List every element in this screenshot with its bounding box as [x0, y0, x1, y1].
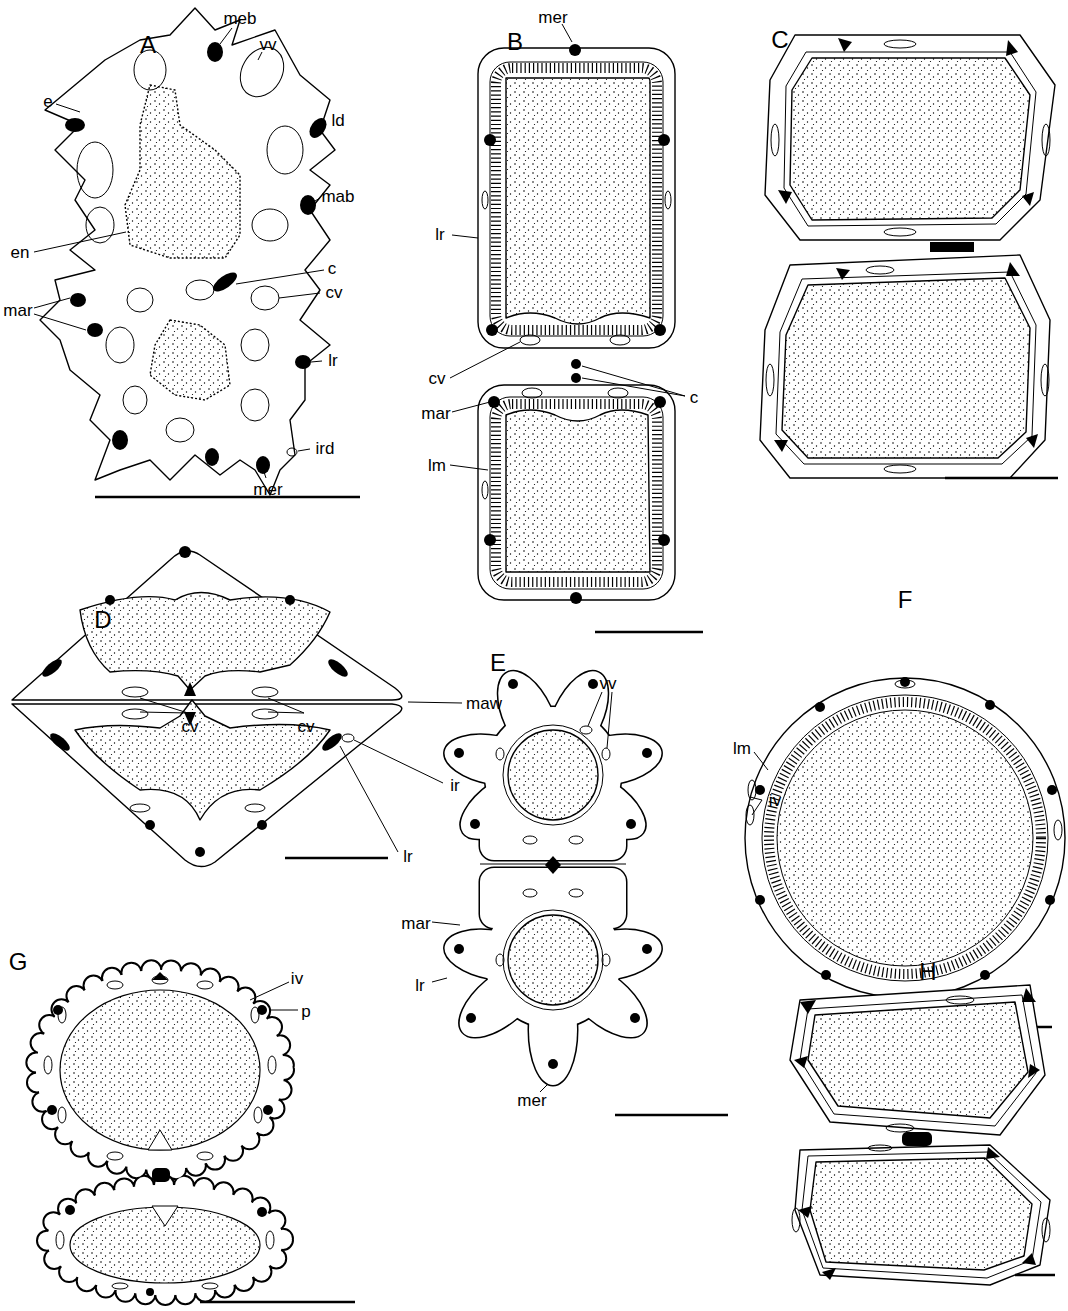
part-label: cv — [326, 284, 343, 301]
part-label: mab — [321, 188, 354, 205]
part-label: ird — [316, 440, 335, 457]
panel-letter: C — [771, 28, 788, 52]
panel-letter: B — [507, 30, 523, 54]
part-label: mar — [3, 302, 32, 319]
part-label: lr — [328, 352, 337, 369]
panel-letter: G — [9, 950, 28, 974]
part-label: lr — [435, 226, 444, 243]
part-label: lr — [403, 848, 412, 865]
part-label: meb — [223, 10, 256, 27]
part-label: c — [690, 389, 699, 406]
part-label: vv — [600, 675, 617, 692]
part-label: vv — [260, 36, 277, 53]
part-label: lr — [415, 977, 424, 994]
part-label: lm — [428, 457, 446, 474]
part-label: mer — [517, 1092, 546, 1109]
part-label: mer — [538, 9, 567, 26]
part-label: mer — [253, 481, 282, 498]
panel-letter: F — [898, 588, 913, 612]
part-label: lm — [733, 740, 751, 757]
part-label: cv — [429, 370, 446, 387]
part-label: cv — [298, 718, 315, 735]
part-label: mar — [421, 405, 450, 422]
part-label: ir — [450, 777, 459, 794]
panel-letter: E — [490, 651, 506, 675]
part-label: e — [43, 93, 52, 110]
part-label: c — [328, 260, 337, 277]
part-label: en — [11, 244, 30, 261]
panel-letter: D — [94, 608, 111, 632]
part-label: cv — [182, 718, 199, 735]
part-label: iv — [291, 970, 303, 987]
part-label: mar — [401, 915, 430, 932]
part-label: iv — [769, 792, 781, 809]
part-label: maw — [466, 695, 502, 712]
part-label: p — [301, 1003, 310, 1020]
panel-letter: A — [140, 33, 156, 57]
panel-letter: H — [919, 960, 936, 984]
part-label: ld — [331, 112, 344, 129]
